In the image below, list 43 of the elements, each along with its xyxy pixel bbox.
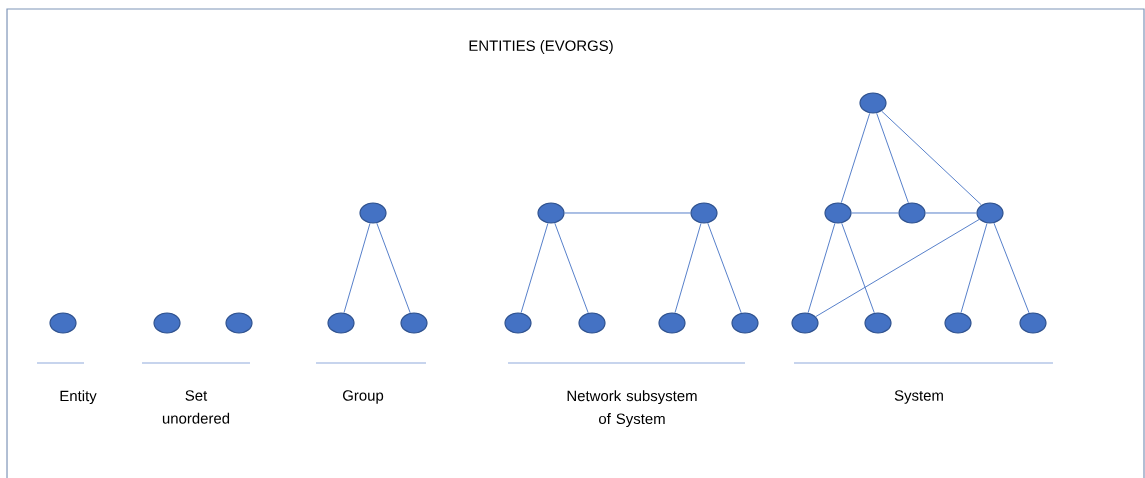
connector-line [925, 212, 977, 214]
connector-line [707, 222, 742, 314]
title: ENTITIES (EVORGS) [469, 40, 613, 54]
dot [504, 312, 532, 334]
dot [400, 312, 428, 334]
dot [537, 202, 565, 224]
dot [864, 312, 892, 334]
connector-line [815, 218, 980, 317]
connector-line [851, 212, 899, 214]
group-label: Set unordered [162, 390, 230, 424]
connector-line [674, 222, 702, 314]
connector-line [343, 222, 371, 314]
dot [1019, 312, 1047, 334]
group-label: Network subsystem of System [567, 390, 697, 428]
group-label: System [894, 390, 943, 404]
connector-line [554, 222, 589, 314]
dot [690, 202, 718, 224]
connector-line [993, 222, 1030, 314]
connector-line [807, 222, 836, 314]
dot [359, 202, 387, 224]
dot [824, 202, 852, 224]
dot [658, 312, 686, 334]
dot [976, 202, 1004, 224]
connector-line [564, 212, 691, 214]
dot [731, 312, 759, 334]
group-label: Group [343, 390, 384, 404]
dot [859, 92, 887, 114]
dot [327, 312, 355, 334]
connector-line [376, 222, 411, 314]
dot [153, 312, 181, 334]
group-label: Entity [60, 390, 97, 405]
connector-line [960, 222, 988, 314]
dot [225, 312, 253, 334]
dot [578, 312, 606, 334]
connector-line [876, 112, 909, 204]
connector-line [841, 222, 875, 314]
connector-line [881, 110, 982, 206]
dot [49, 312, 77, 334]
dot [944, 312, 972, 334]
dot [898, 202, 926, 224]
dot [791, 312, 819, 334]
connector-line [840, 112, 871, 204]
connector-line [520, 222, 549, 314]
